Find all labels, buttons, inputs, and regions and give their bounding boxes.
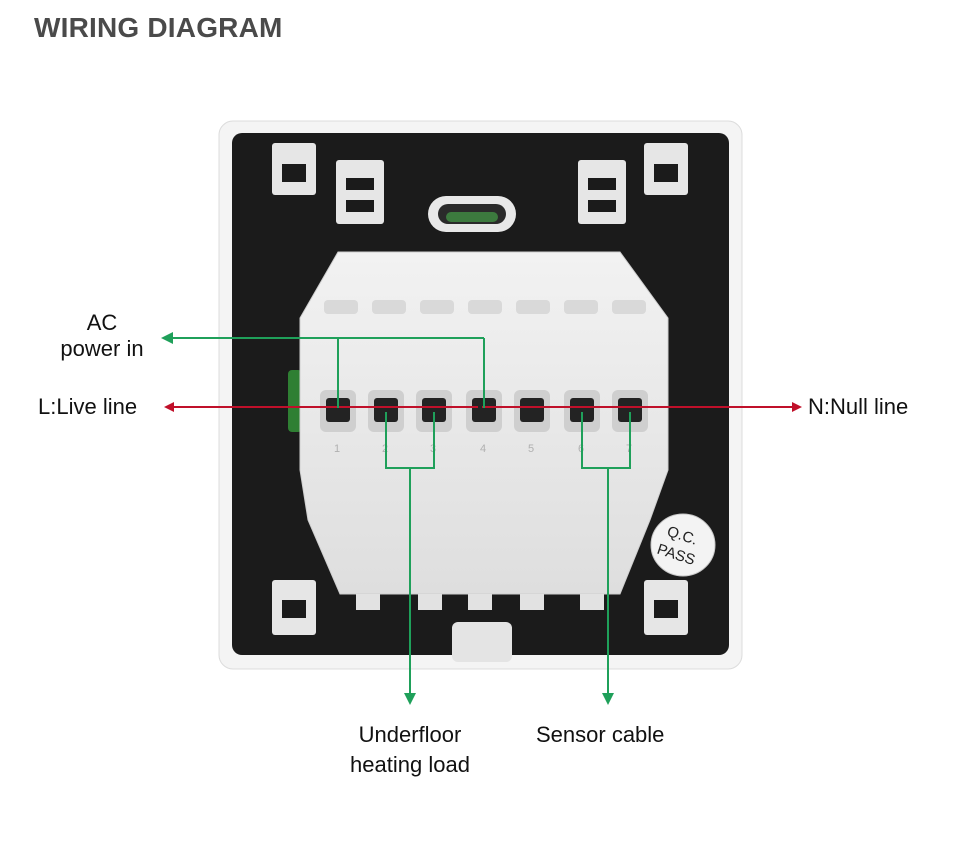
- heating-load-label: Underfloor heating load: [330, 722, 490, 778]
- heating-load-label-line2: heating load: [350, 752, 470, 777]
- ac-power-label-line2: power in: [60, 336, 144, 361]
- heating-load-label-line1: Underfloor: [358, 722, 462, 747]
- ac-power-label: AC power in: [50, 310, 154, 362]
- terminal-3: [416, 390, 452, 432]
- live-line-label: L:Live line: [38, 394, 138, 419]
- ac-power-label-line1: AC: [86, 310, 118, 335]
- terminal-4: [466, 390, 502, 432]
- qc-pass-sticker: Q.C. PASS: [650, 513, 716, 577]
- terminal-block: 1 2 3 4 5 6 7 Q.C. PASS: [299, 251, 716, 610]
- terminal-1: [320, 390, 356, 432]
- terminal-5: [514, 390, 550, 432]
- terminal-number: 5: [528, 443, 534, 455]
- terminal-number: 1: [334, 443, 340, 455]
- page-title: WIRING DIAGRAM: [34, 12, 283, 43]
- sensor-cable-label: Sensor cable: [536, 722, 665, 747]
- terminal-number: 4: [480, 443, 486, 455]
- terminal-2: [368, 390, 404, 432]
- terminal-7: [612, 390, 648, 432]
- ac-power-connector: [161, 332, 485, 408]
- null-line-label: N:Null line: [808, 394, 909, 419]
- sensor-cable-connector: [581, 412, 631, 705]
- heating-load-connector: [385, 412, 435, 705]
- terminal-6: [564, 390, 600, 432]
